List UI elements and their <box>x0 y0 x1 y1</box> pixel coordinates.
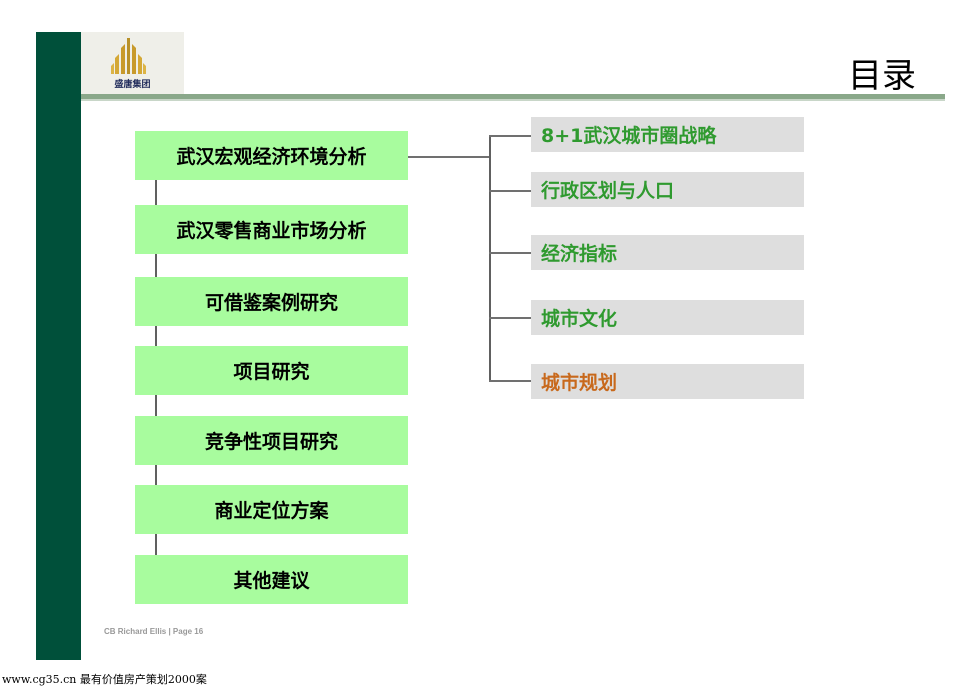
company-logo: 盛唐集团 <box>81 32 184 94</box>
header-divider-light <box>81 99 945 101</box>
branch-line-3 <box>489 252 531 254</box>
sub-item-city-circle[interactable]: 8+1武汉城市圈战略 <box>531 117 804 152</box>
sub-item-city-culture[interactable]: 城市文化 <box>531 300 804 335</box>
left-sidebar-bar <box>36 32 81 660</box>
sub-item-label: 经济指标 <box>541 243 618 265</box>
sub-item-label: 城市规划 <box>541 372 618 394</box>
sub-item-label: 8+1武汉城市圈战略 <box>541 125 717 147</box>
toc-item-macro-economy[interactable]: 武汉宏观经济环境分析 <box>135 131 408 180</box>
branch-line-5 <box>489 380 531 382</box>
toc-item-competitor-study[interactable]: 竞争性项目研究 <box>135 416 408 465</box>
page-title: 目录 <box>848 56 916 96</box>
watermark-text: www.cg35.cn 最有价值房产策划2000案 <box>2 673 207 686</box>
toc-item-positioning[interactable]: 商业定位方案 <box>135 485 408 534</box>
branch-line-2 <box>489 190 531 192</box>
sub-item-economic-indicators[interactable]: 经济指标 <box>531 235 804 270</box>
branch-trunk-line <box>489 135 491 381</box>
logo-text: 盛唐集团 <box>114 80 151 90</box>
branch-line-main <box>408 156 490 158</box>
branch-line-4 <box>489 317 531 319</box>
sub-item-label: 行政区划与人口 <box>541 180 675 202</box>
toc-item-retail-market[interactable]: 武汉零售商业市场分析 <box>135 205 408 254</box>
toc-item-case-study[interactable]: 可借鉴案例研究 <box>135 277 408 326</box>
toc-item-suggestions[interactable]: 其他建议 <box>135 555 408 604</box>
branch-line-1 <box>489 135 531 137</box>
building-logo-icon <box>111 38 146 74</box>
page-footer: CB Richard Ellis | Page 16 <box>104 627 204 636</box>
sub-item-label: 城市文化 <box>541 308 618 330</box>
toc-item-project-study[interactable]: 项目研究 <box>135 346 408 395</box>
sub-item-administration[interactable]: 行政区划与人口 <box>531 172 804 207</box>
header-divider <box>81 94 945 99</box>
sub-item-city-planning[interactable]: 城市规划 <box>531 364 804 399</box>
